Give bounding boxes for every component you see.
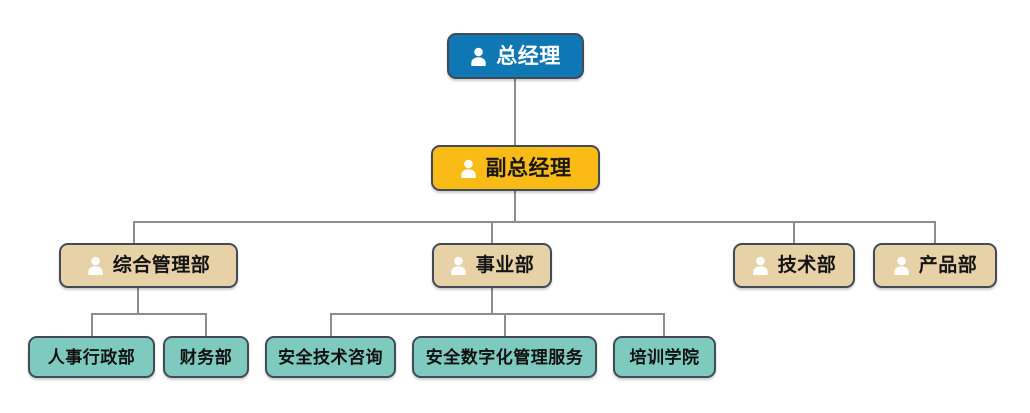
node-label: 培训学院 (629, 347, 700, 367)
connector-general-management-bus (91, 313, 207, 315)
node-label: 事业部 (475, 255, 535, 276)
person-icon (752, 256, 769, 275)
connector-business-division-bus (330, 313, 665, 315)
node-technology-dept[interactable]: 技术部 (733, 243, 855, 288)
connector-drop-finance (205, 313, 207, 336)
connector-drop-hr-admin (91, 313, 93, 336)
node-label: 安全技术咨询 (278, 347, 383, 367)
person-icon (87, 256, 104, 275)
connector-drop-technology-dept (793, 221, 795, 243)
connector-drop-safety-digital-service (504, 313, 506, 336)
person-icon (893, 256, 910, 275)
connector-drop-safety-consulting (330, 313, 332, 336)
connector-drop-general-management (133, 221, 135, 243)
node-hr-admin[interactable]: 人事行政部 (28, 336, 155, 378)
person-icon (470, 47, 487, 66)
node-label: 技术部 (777, 255, 837, 276)
node-label: 财务部 (179, 347, 233, 367)
node-label: 安全数字化管理服务 (425, 347, 584, 367)
node-label: 副总经理 (485, 156, 572, 180)
node-safety-digital-service[interactable]: 安全数字化管理服务 (412, 336, 597, 378)
connector-vice-stem (514, 191, 516, 222)
connector-general-management-stem (137, 288, 139, 314)
connector-drop-business-division (491, 221, 493, 243)
connector-level3-bus (133, 221, 936, 223)
connector-ceo-to-vice (514, 79, 516, 145)
person-icon (450, 256, 467, 275)
node-product-dept[interactable]: 产品部 (873, 243, 997, 288)
node-ceo[interactable]: 总经理 (447, 33, 584, 79)
node-label: 人事行政部 (47, 347, 136, 367)
person-icon (460, 159, 477, 178)
node-label: 产品部 (918, 255, 978, 276)
node-label: 总经理 (496, 44, 561, 68)
node-label: 综合管理部 (112, 255, 211, 276)
node-business-division[interactable]: 事业部 (432, 243, 552, 288)
node-training-academy[interactable]: 培训学院 (613, 336, 716, 378)
connector-drop-product-dept (934, 221, 936, 243)
node-finance[interactable]: 财务部 (163, 336, 249, 378)
connector-business-division-stem (491, 288, 493, 314)
node-safety-consulting[interactable]: 安全技术咨询 (265, 336, 396, 378)
node-vice-ceo[interactable]: 副总经理 (431, 145, 600, 191)
node-general-management[interactable]: 综合管理部 (59, 243, 238, 288)
connector-drop-training-academy (663, 313, 665, 336)
